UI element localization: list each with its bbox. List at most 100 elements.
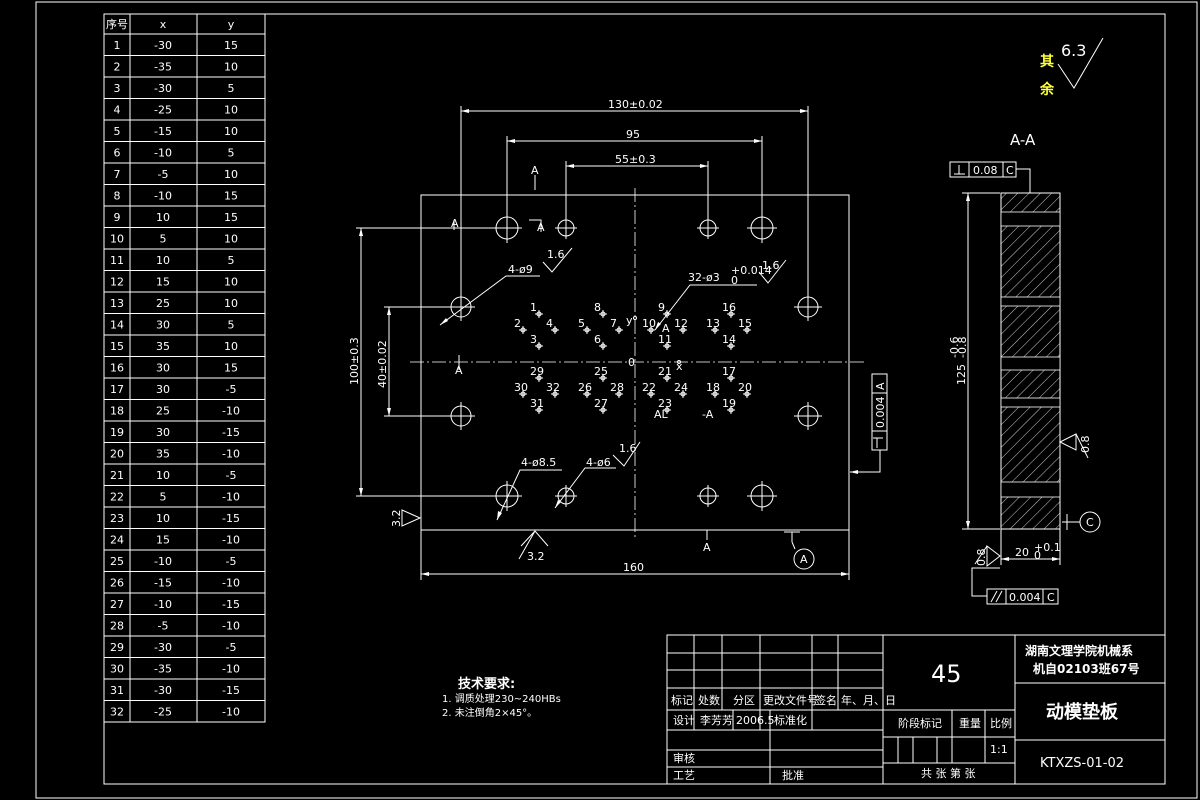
svg-text:4-ø6: 4-ø6: [586, 456, 611, 469]
table-cell: 5: [160, 491, 167, 504]
table-cell: -30: [154, 641, 172, 654]
small-hole: 22: [642, 381, 656, 398]
table-cell: 5: [228, 147, 235, 160]
col-signature: 签名: [815, 693, 837, 707]
roughness-value: 6.3: [1061, 41, 1086, 60]
hole-centerlines: [447, 213, 822, 511]
table-cell: 30: [156, 383, 170, 396]
small-hole: 16: [722, 301, 736, 318]
small-hole-number: 8: [594, 301, 601, 314]
svg-text:1.6: 1.6: [619, 442, 637, 455]
table-cell: -10: [222, 577, 240, 590]
table-cell: 2: [114, 61, 121, 74]
table-cell: 5: [228, 319, 235, 332]
small-hole-number: 21: [658, 365, 672, 378]
small-hole: 14: [722, 333, 736, 350]
small-hole: 11: [658, 333, 672, 350]
school-line-2: 机自02103班67号: [1033, 661, 1139, 676]
small-hole: 17: [722, 365, 736, 382]
roughness-label-2: 余: [1039, 81, 1055, 98]
small-hole: 2: [514, 317, 527, 334]
table-cell: 24: [110, 534, 124, 547]
svg-text:A: A: [531, 164, 539, 177]
table-cell: -10: [154, 555, 172, 568]
table-cell: 22: [110, 491, 124, 504]
svg-text:20: 20: [1015, 546, 1029, 559]
table-cell: -15: [222, 684, 240, 697]
small-hole: 13: [706, 317, 720, 334]
small-hole: 4: [546, 317, 559, 334]
table-cell: 10: [224, 276, 238, 289]
table-cell: 18: [110, 405, 124, 418]
title-block: 湖南文理学院机械系 机自02103班67号 45 动模垫板 KTXZS-01-0…: [666, 634, 1166, 785]
axis-x-label: x: [676, 360, 683, 373]
table-header-cell: x: [160, 18, 167, 31]
table-cell: 10: [224, 104, 238, 117]
small-hole-number: 32: [546, 381, 560, 394]
table-cell: 20: [110, 448, 124, 461]
datum-c-marker: C: [1062, 511, 1101, 533]
small-hole: 30: [514, 381, 528, 398]
svg-text:C: C: [1047, 591, 1055, 604]
small-hole-number: 29: [530, 365, 544, 378]
table-cell: 25: [156, 405, 170, 418]
small-hole-number: 6: [594, 333, 601, 346]
parallelism-callout: 0.004 C: [971, 567, 1059, 605]
table-header-cell: y: [228, 18, 235, 31]
general-roughness-note: 其 余 6.3: [1039, 37, 1104, 98]
small-hole: 12: [674, 317, 688, 334]
svg-text:3.2: 3.2: [390, 510, 403, 528]
section-title: A-A: [1010, 131, 1036, 149]
svg-text:3.2: 3.2: [527, 550, 545, 563]
table-cell: 15: [156, 276, 170, 289]
section-hole-gap: [1000, 211, 1061, 227]
table-cell: 30: [156, 362, 170, 375]
small-hole-number: 26: [578, 381, 592, 394]
table-cell: -10: [222, 534, 240, 547]
table-cell: 10: [156, 211, 170, 224]
svg-text:0: 0: [1034, 549, 1041, 562]
svg-text:125: 125: [955, 364, 968, 385]
svg-text:32-ø3: 32-ø3: [688, 271, 720, 284]
table-cell: 27: [110, 598, 124, 611]
small-hole: 9: [658, 301, 671, 318]
axis-y-label: y: [626, 314, 633, 327]
svg-text:0.8: 0.8: [1079, 436, 1092, 454]
svg-text:130±0.02: 130±0.02: [608, 98, 663, 111]
table-cell: -30: [154, 684, 172, 697]
small-hole-number: 11: [658, 333, 672, 346]
scale-label: 比例: [990, 716, 1012, 730]
small-hole: 5: [578, 317, 591, 334]
small-hole-number: 10: [642, 317, 656, 330]
table-cell: -15: [222, 426, 240, 439]
table-cell: 10: [156, 512, 170, 525]
roughness-left: 3.2: [390, 509, 422, 528]
section-mark-al: AL: [654, 408, 669, 421]
table-cell: -10: [222, 706, 240, 719]
table-cell: 17: [110, 383, 124, 396]
small-hole: 27: [594, 397, 608, 414]
table-cell: -15: [222, 598, 240, 611]
technical-requirements: 技术要求: 1. 调质处理230~240HBs 2. 未注倒角2×45°。: [442, 676, 561, 719]
table-cell: 15: [224, 190, 238, 203]
table-cell: 30: [110, 663, 124, 676]
svg-text:+0.1: +0.1: [1034, 541, 1061, 554]
tech-req-item-2: 2. 未注倒角2×45°。: [442, 706, 537, 719]
flatness-callout: A 0.004: [850, 373, 888, 474]
section-view: A-A 0.08 C 125 -0.6 -0.8 0.8: [948, 131, 1101, 605]
table-cell: 10: [156, 469, 170, 482]
section-cut-marks: A A A A A: [451, 164, 711, 554]
svg-text:A: A: [874, 382, 887, 390]
svg-text:C: C: [1086, 516, 1094, 529]
small-hole-number: 4: [546, 317, 553, 330]
small-hole-number: 16: [722, 301, 736, 314]
table-cell: -15: [154, 125, 172, 138]
small-hole-number: 25: [594, 365, 608, 378]
stage-label: 阶段标记: [898, 716, 942, 730]
dim-125: 125 -0.6 -0.8: [948, 192, 1000, 530]
svg-text:0.08: 0.08: [973, 164, 998, 177]
table-cell: 30: [156, 319, 170, 332]
roughness-label-1: 其: [1040, 54, 1054, 70]
